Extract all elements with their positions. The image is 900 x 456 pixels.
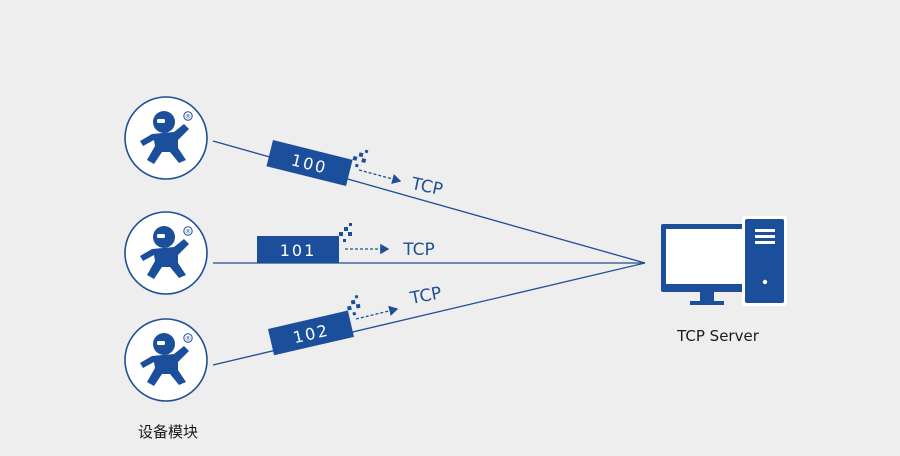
registered-mark: ® bbox=[185, 113, 192, 121]
robot-mascot-icon bbox=[124, 211, 208, 295]
protocol-label: TCP bbox=[408, 283, 444, 309]
packet-100: 100 bbox=[266, 127, 369, 190]
robot-mascot-icon bbox=[124, 318, 208, 402]
desktop-computer-icon bbox=[661, 216, 787, 306]
robot-mascot-icon bbox=[124, 96, 208, 180]
packet-102: 102 bbox=[265, 294, 367, 356]
device-caption: 设备模块 bbox=[138, 423, 198, 441]
packet-label: 101 bbox=[280, 241, 317, 260]
arrow-100: TCP bbox=[358, 169, 445, 200]
packet-101: 101 bbox=[257, 223, 352, 263]
arrow-101: TCP bbox=[345, 240, 435, 260]
device-3: ® bbox=[124, 318, 208, 402]
registered-mark: ® bbox=[185, 335, 192, 343]
protocol-label: TCP bbox=[409, 174, 445, 200]
server-label: TCP Server bbox=[676, 327, 760, 345]
protocol-label: TCP bbox=[402, 240, 435, 260]
registered-mark: ® bbox=[185, 228, 192, 236]
device-2: ® bbox=[124, 211, 208, 295]
device-1: ® bbox=[124, 96, 208, 180]
